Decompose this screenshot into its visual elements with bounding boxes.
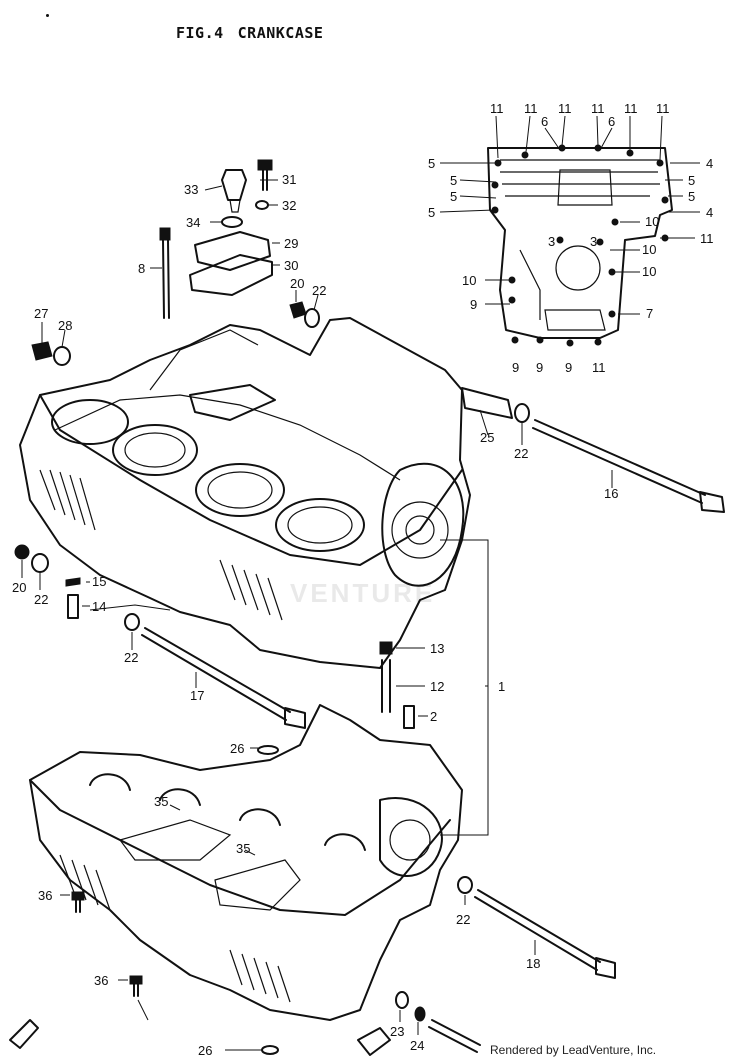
callout-11: 11 — [592, 360, 606, 375]
callout-4: 4 — [706, 205, 713, 220]
callout-11: 11 — [524, 101, 538, 116]
callout-22: 22 — [456, 912, 470, 927]
callout-17: 17 — [190, 688, 204, 703]
callout-6: 6 — [608, 114, 615, 129]
callout-26: 26 — [198, 1043, 212, 1058]
callout-27: 27 — [34, 306, 48, 321]
callout-11: 11 — [490, 101, 504, 116]
callout-1: 1 — [498, 679, 505, 694]
callout-22: 22 — [34, 592, 48, 607]
callout-10: 10 — [462, 273, 476, 288]
callout-20: 20 — [12, 580, 26, 595]
callout-9: 9 — [470, 297, 477, 312]
callout-13: 13 — [430, 641, 444, 656]
figure-title: FIG.4 CRANKCASE — [176, 24, 337, 42]
callout-3: 3 — [548, 234, 555, 249]
callout-22: 22 — [514, 446, 528, 461]
callout-35: 35 — [154, 794, 168, 809]
callout-15: 15 — [92, 574, 106, 589]
leader-lines — [21, 179, 613, 1051]
callout-11: 11 — [656, 101, 670, 116]
callout-5: 5 — [688, 173, 695, 188]
callout-5: 5 — [428, 156, 435, 171]
callout-18: 18 — [526, 956, 540, 971]
footer-credit: Rendered by LeadVenture, Inc. — [490, 1043, 657, 1057]
callout-30: 30 — [284, 258, 298, 273]
callout-9: 9 — [512, 360, 519, 375]
callout-6: 6 — [541, 114, 548, 129]
figure-number: FIG.4 — [176, 24, 224, 42]
callout-24: 24 — [410, 1038, 424, 1053]
callout-10: 10 — [645, 214, 659, 229]
callout-12: 12 — [430, 679, 444, 694]
callout-14: 14 — [92, 599, 106, 614]
callout-35: 35 — [236, 841, 250, 856]
callout-10: 10 — [642, 264, 656, 279]
callout-4: 4 — [706, 156, 713, 171]
callout-26: 26 — [230, 741, 244, 756]
callout-10: 10 — [642, 242, 656, 257]
callout-11: 11 — [624, 101, 638, 116]
figure-name: CRANKCASE — [237, 24, 324, 42]
upper-crankcase — [19, 317, 471, 669]
small-parts — [9, 159, 725, 1056]
callout-5: 5 — [450, 173, 457, 188]
callout-34: 34 — [186, 215, 200, 230]
callout-11: 11 — [591, 101, 605, 116]
inset-bolt-pattern — [439, 115, 700, 347]
callout-36: 36 — [38, 888, 52, 903]
callout-25: 25 — [480, 430, 494, 445]
callout-28: 28 — [58, 318, 72, 333]
callout-11: 11 — [558, 101, 572, 116]
callout-16: 16 — [604, 486, 618, 501]
callout-31: 31 — [282, 172, 296, 187]
callout-5: 5 — [428, 205, 435, 220]
callout-9: 9 — [536, 360, 543, 375]
callout-32: 32 — [282, 198, 296, 213]
callout-11: 11 — [700, 231, 714, 246]
callout-3: 3 — [590, 234, 597, 249]
ink-dot — [46, 14, 49, 17]
callout-5: 5 — [450, 189, 457, 204]
callout-22: 22 — [312, 283, 326, 298]
callout-23: 23 — [390, 1024, 404, 1039]
callout-7: 7 — [646, 306, 653, 321]
callout-8: 8 — [138, 261, 145, 276]
callout-20: 20 — [290, 276, 304, 291]
callout-5: 5 — [688, 189, 695, 204]
callout-33: 33 — [184, 182, 198, 197]
callout-labels: 11 11 11 11 11 11 6 6 5 5 5 5 4 5 5 4 10… — [12, 101, 714, 1058]
callout-9: 9 — [565, 360, 572, 375]
callout-29: 29 — [284, 236, 298, 251]
lower-crankcase — [29, 704, 463, 1021]
callout-22: 22 — [124, 650, 138, 665]
callout-36: 36 — [94, 973, 108, 988]
callout-2: 2 — [430, 709, 437, 724]
